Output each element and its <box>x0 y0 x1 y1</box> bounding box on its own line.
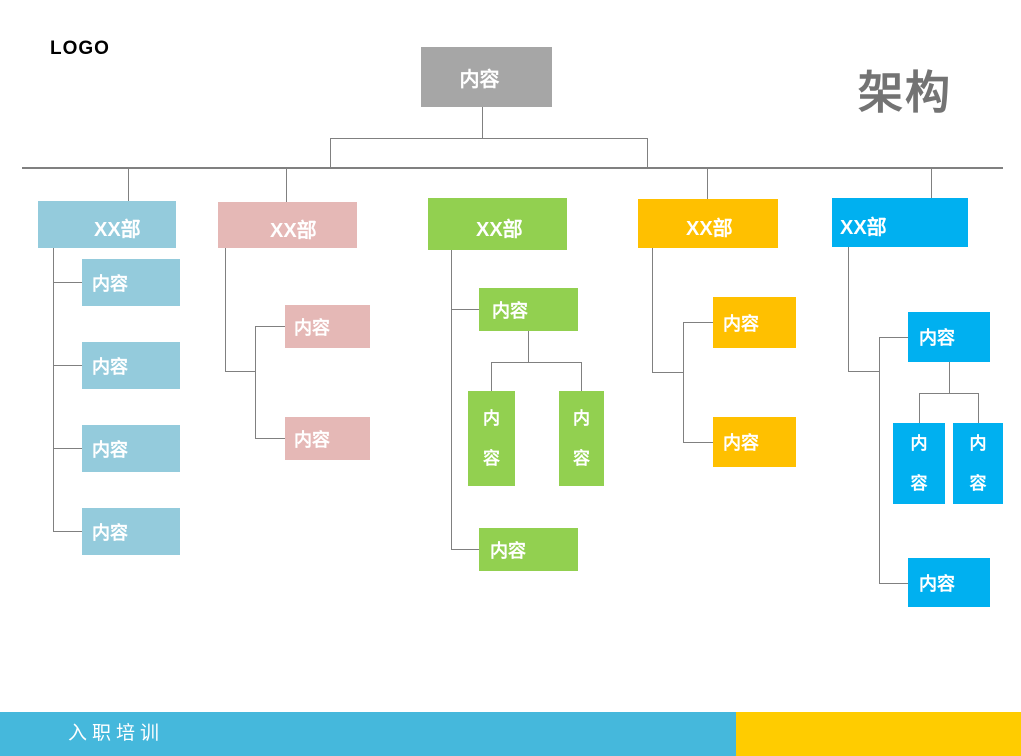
connector-line <box>879 337 908 338</box>
dept-2-child-2: 内容 <box>285 417 370 460</box>
connector-line <box>919 393 920 423</box>
dept-5-grandchild-2: 内 容 <box>953 423 1003 504</box>
connector-line <box>225 371 256 372</box>
connector-line <box>482 107 483 138</box>
connector-line <box>53 531 82 532</box>
connector-line <box>451 250 452 550</box>
divider-line <box>22 167 1003 169</box>
dept-1-child-1: 内容 <box>82 259 180 306</box>
connector-line <box>683 322 713 323</box>
dept-1-child-3: 内容 <box>82 425 180 472</box>
connector-line <box>53 282 82 283</box>
dept-5-tail-box: 内容 <box>908 558 990 607</box>
connector-line <box>451 309 479 310</box>
connector-line <box>286 169 287 202</box>
connector-line <box>255 326 256 439</box>
connector-line <box>652 372 684 373</box>
connector-line <box>255 326 285 327</box>
dept-1-child-2: 内容 <box>82 342 180 389</box>
dept-2-child-1: 内容 <box>285 305 370 348</box>
connector-line <box>581 362 582 391</box>
connector-line <box>491 362 581 363</box>
dept-5-box: XX部 <box>832 198 968 247</box>
connector-line <box>53 365 82 366</box>
dept-2-box: XX部 <box>218 202 357 248</box>
connector-line <box>528 331 529 362</box>
connector-line <box>707 169 708 199</box>
connector-line <box>683 322 684 443</box>
connector-line <box>647 138 648 168</box>
connector-line <box>330 138 331 168</box>
footer-label: 入职培训 <box>68 723 165 744</box>
footer-bar-right <box>736 712 1021 756</box>
dept-4-child-2: 内容 <box>713 417 796 467</box>
connector-line <box>683 442 713 443</box>
connector-line <box>53 448 82 449</box>
page-title: 架构 <box>858 67 953 118</box>
connector-line <box>225 248 226 372</box>
connector-line <box>879 337 880 584</box>
connector-line <box>652 248 653 373</box>
connector-line <box>848 247 849 372</box>
dept-4-box: XX部 <box>638 199 778 248</box>
dept-5-child-1: 内容 <box>908 312 990 362</box>
connector-line <box>848 371 880 372</box>
dept-3-tail-box: 内容 <box>479 528 578 571</box>
org-root-box: 内容 <box>421 47 552 107</box>
dept-3-grandchild-1: 内 容 <box>468 391 515 486</box>
connector-line <box>931 169 932 198</box>
dept-3-box: XX部 <box>428 198 567 250</box>
dept-5-grandchild-1: 内 容 <box>893 423 945 504</box>
connector-line <box>53 248 54 532</box>
dept-4-child-1: 内容 <box>713 297 796 348</box>
dept-1-box: XX部 <box>38 201 176 248</box>
connector-line <box>330 138 648 139</box>
connector-line <box>128 169 129 201</box>
logo-text: LOGO <box>50 38 110 59</box>
connector-line <box>949 362 950 393</box>
dept-3-grandchild-2: 内 容 <box>559 391 604 486</box>
footer-bar-left <box>0 712 736 756</box>
connector-line <box>879 583 908 584</box>
dept-1-child-4: 内容 <box>82 508 180 555</box>
dept-3-child-1: 内容 <box>479 288 578 331</box>
connector-line <box>451 549 479 550</box>
connector-line <box>978 393 979 423</box>
connector-line <box>491 362 492 391</box>
connector-line <box>919 393 978 394</box>
connector-line <box>255 438 285 439</box>
